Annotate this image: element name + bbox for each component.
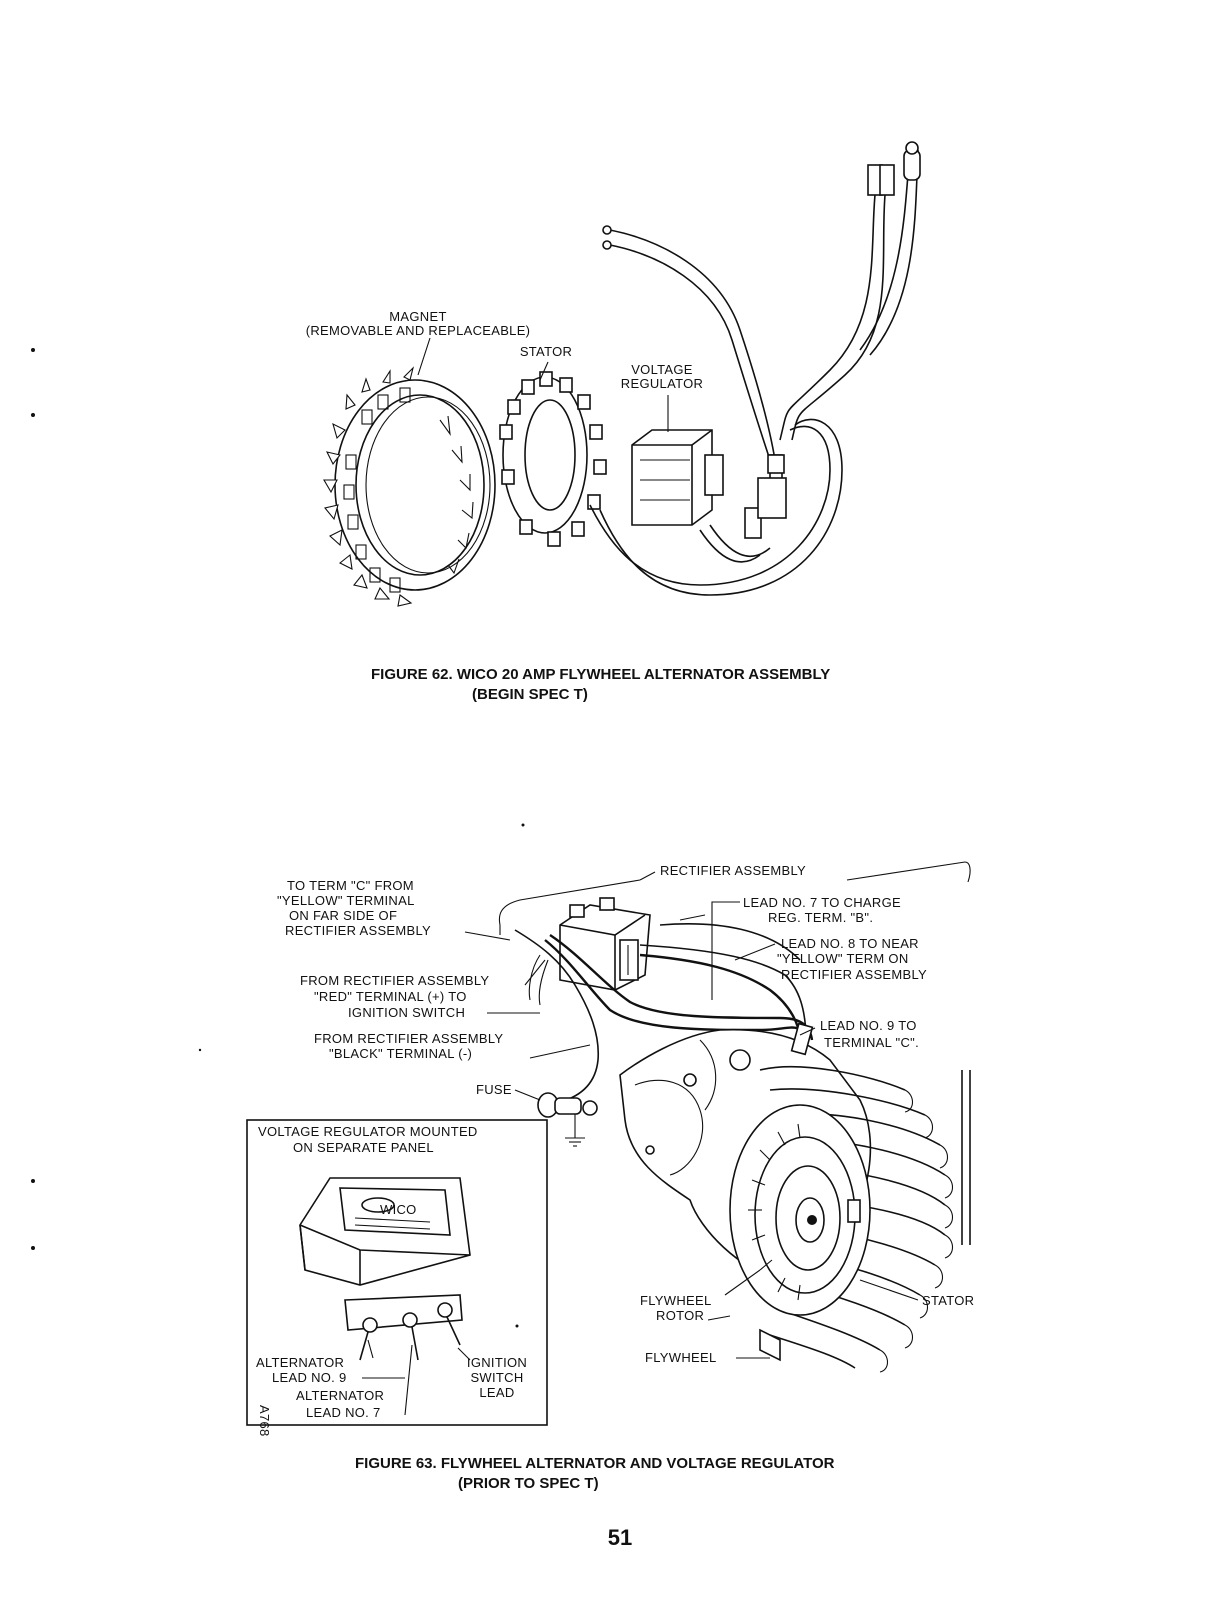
label-code: A768 (257, 1405, 272, 1437)
figure-62-labels: MAGNET (REMOVABLE AND REPLACEABLE) STATO… (306, 309, 703, 391)
label-alt7-1: ALTERNATOR (296, 1388, 384, 1403)
label-black-2: "BLACK" TERMINAL (-) (329, 1046, 472, 1061)
label-lead8-3: RECTIFIER ASSEMBLY (781, 967, 927, 982)
leader-stator (539, 361, 549, 381)
label-term-c-3: ON FAR SIDE OF (289, 908, 397, 923)
label-magnet-2: (REMOVABLE AND REPLACEABLE) (306, 323, 531, 338)
label-magnet-1: MAGNET (389, 309, 446, 324)
margin-dots (31, 348, 525, 1328)
figure-63-drawing (246, 861, 971, 1426)
flywheel-rotor-stator (729, 1022, 871, 1362)
leaders-63 (362, 861, 971, 1416)
fuse (537, 1092, 598, 1147)
label-inset-2: ON SEPARATE PANEL (293, 1140, 434, 1155)
label-lead8-2: "YELLOW" TERM ON (777, 951, 909, 966)
label-alt7-2: LEAD NO. 7 (306, 1405, 381, 1420)
caption-62-line-1: FIGURE 62. WICO 20 AMP FLYWHEEL ALTERNAT… (371, 666, 830, 683)
page-number: 51 (608, 1525, 632, 1550)
wires-63 (498, 879, 814, 1103)
label-lead7-1: LEAD NO. 7 TO CHARGE (743, 895, 901, 910)
label-flywheel: FLYWHEEL (645, 1350, 717, 1365)
label-inset-1: VOLTAGE REGULATOR MOUNTED (258, 1124, 478, 1139)
label-rotor-2: ROTOR (656, 1308, 704, 1323)
label-red-1: FROM RECTIFIER ASSEMBLY (300, 973, 489, 988)
regulator-inset (246, 1119, 548, 1426)
label-ign-1: IGNITION (467, 1355, 527, 1370)
figure-63-labels: TO TERM "C" FROM "YELLOW" TERMINAL ON FA… (256, 863, 974, 1437)
label-regulator-1: VOLTAGE (631, 362, 693, 377)
magnet-ring (323, 366, 496, 607)
label-alt9-1: ALTERNATOR (256, 1355, 344, 1370)
figure-63-caption: FIGURE 63. FLYWHEEL ALTERNATOR AND VOLTA… (355, 1455, 835, 1492)
label-rectifier-assembly: RECTIFIER ASSEMBLY (660, 863, 806, 878)
stator-62 (499, 371, 607, 547)
caption-63-line-2: (PRIOR TO SPEC T) (458, 1475, 599, 1492)
label-red-3: IGNITION SWITCH (348, 1005, 465, 1020)
label-red-2: "RED" TERMINAL (+) TO (314, 989, 467, 1004)
label-term-c-4: RECTIFIER ASSEMBLY (285, 923, 431, 938)
label-lead8-1: LEAD NO. 8 TO NEAR (781, 936, 919, 951)
wires-62 (589, 141, 921, 596)
rectifier-assembly (559, 897, 651, 991)
label-alt9-2: LEAD NO. 9 (272, 1370, 347, 1385)
label-lead7-2: REG. TERM. "B". (768, 910, 873, 925)
label-fuse: FUSE (476, 1082, 512, 1097)
regulator-62 (631, 429, 787, 539)
label-black-1: FROM RECTIFIER ASSEMBLY (314, 1031, 503, 1046)
label-stator: STATOR (520, 344, 572, 359)
label-term-c-1: TO TERM "C" FROM (287, 878, 414, 893)
label-brand: WICO (380, 1202, 417, 1217)
label-ign-2: SWITCH (470, 1370, 523, 1385)
label-ign-3: LEAD (479, 1385, 514, 1400)
label-regulator-2: REGULATOR (621, 376, 703, 391)
leader-magnet (417, 337, 431, 376)
caption-63-line-1: FIGURE 63. FLYWHEEL ALTERNATOR AND VOLTA… (355, 1455, 835, 1472)
figure-62-drawing (323, 141, 921, 607)
label-term-c-2: "YELLOW" TERMINAL (277, 893, 415, 908)
label-stator-63: STATOR (922, 1293, 974, 1308)
label-lead9-1: LEAD NO. 9 TO (820, 1018, 917, 1033)
label-lead9-2: TERMINAL "C". (824, 1035, 919, 1050)
label-rotor-1: FLYWHEEL (640, 1293, 712, 1308)
caption-62-line-2: (BEGIN SPEC T) (472, 686, 588, 703)
figure-62-caption: FIGURE 62. WICO 20 AMP FLYWHEEL ALTERNAT… (371, 666, 830, 703)
